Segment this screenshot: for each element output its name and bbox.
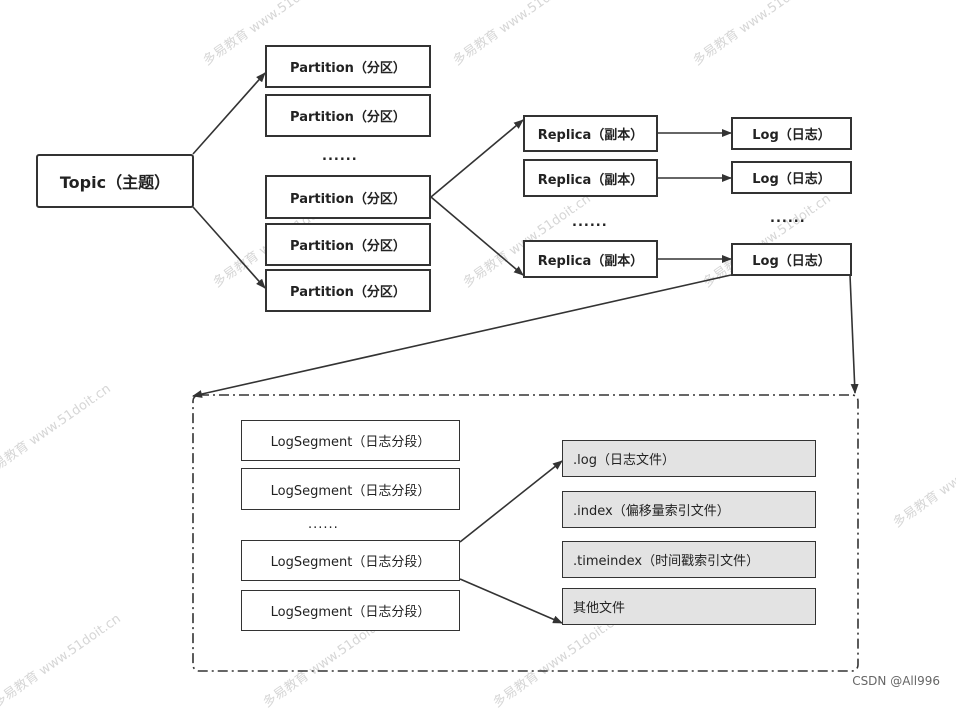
log-segment-node: LogSegment（日志分段） [241, 468, 460, 510]
log-segment-node: LogSegment（日志分段） [241, 420, 460, 461]
replica-node: Replica（副本） [523, 159, 658, 197]
partition-node: Partition（分区） [265, 223, 431, 266]
log-node: Log（日志） [731, 243, 852, 276]
log-node: Log（日志） [731, 161, 852, 194]
connector-arrows [192, 72, 859, 672]
replica-ellipsis: ...... [572, 215, 608, 230]
partition-ellipsis: ...... [322, 149, 358, 164]
credit-text: CSDN @All996 [852, 674, 940, 688]
replica-node: Replica（副本） [523, 240, 658, 278]
file-node-log: .log（日志文件） [562, 440, 816, 477]
segment-ellipsis: ...... [308, 517, 339, 532]
partition-node: Partition（分区） [265, 175, 431, 219]
partition-node: Partition（分区） [265, 269, 431, 312]
partition-node: Partition（分区） [265, 94, 431, 137]
file-node-index: .index（偏移量索引文件） [562, 491, 816, 528]
replica-node: Replica（副本） [523, 115, 658, 152]
log-ellipsis: ...... [770, 211, 806, 226]
log-segment-node: LogSegment（日志分段） [241, 590, 460, 631]
log-segment-node: LogSegment（日志分段） [241, 540, 460, 581]
log-node: Log（日志） [731, 117, 852, 150]
file-node-timeindex: .timeindex（时间戳索引文件） [562, 541, 816, 578]
topic-node: Topic（主题） [36, 154, 194, 208]
partition-node: Partition（分区） [265, 45, 431, 88]
file-node-other: 其他文件 [562, 588, 816, 625]
